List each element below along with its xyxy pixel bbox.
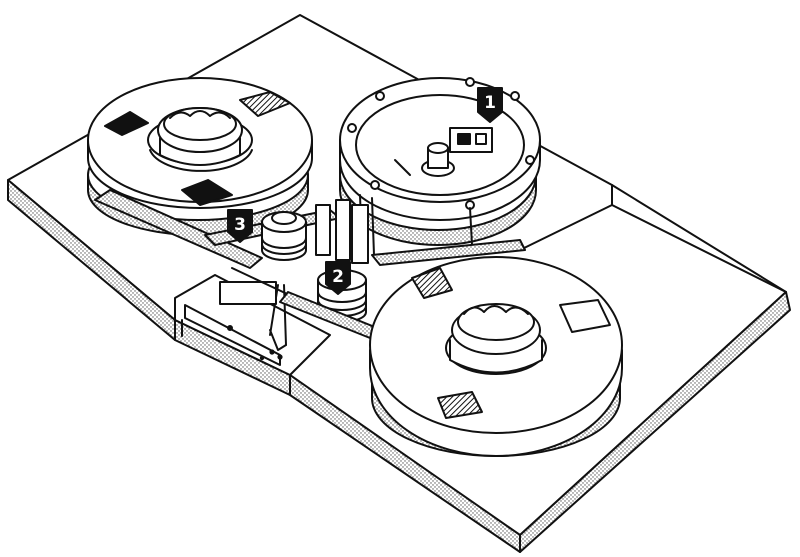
callout-2-badge	[325, 261, 351, 295]
tape-path-right	[279, 239, 526, 341]
callout-2-label: 2	[332, 267, 344, 287]
right-tape-reel	[369, 256, 623, 457]
left-tape-reel	[87, 77, 313, 236]
callout-3-label: 3	[234, 215, 246, 235]
callout-1-label: 1	[484, 93, 496, 113]
upper-right-reel-housing	[339, 77, 541, 256]
callout-3-badge	[227, 209, 253, 243]
callout-1-badge	[477, 87, 503, 123]
